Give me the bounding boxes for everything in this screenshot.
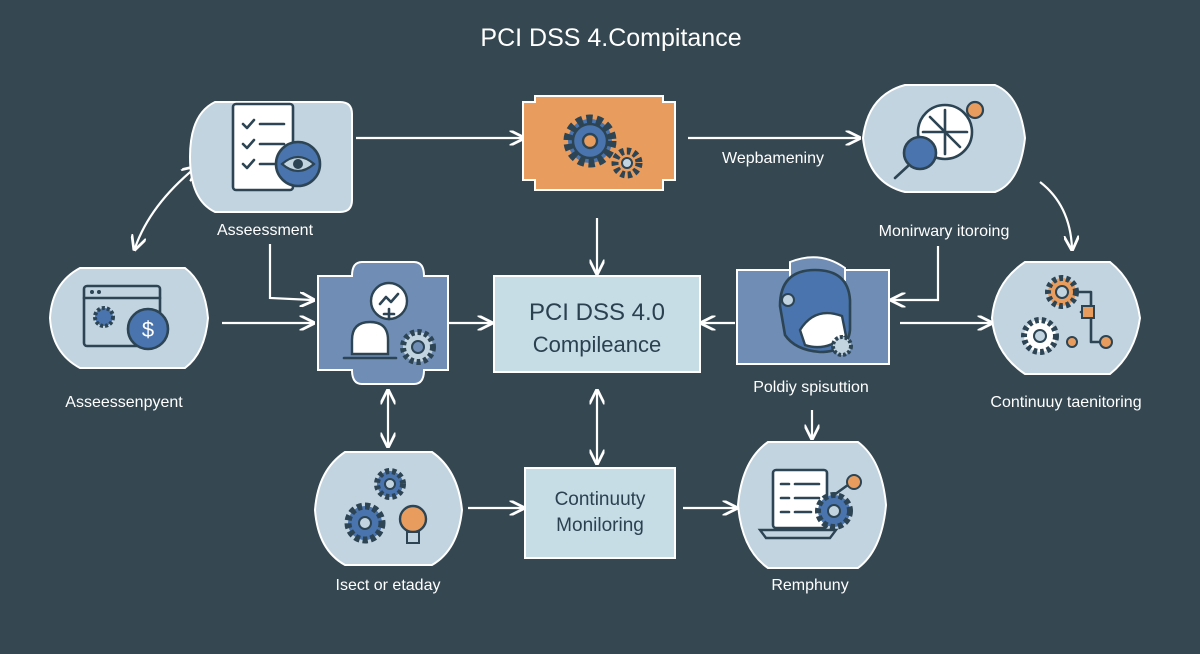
gears-icon <box>563 114 643 179</box>
label-policy: Poldiy spisuttion <box>753 379 869 396</box>
central-title-line2: Compileance <box>533 332 661 357</box>
central-title-line1: PCI DSS 4.0 <box>529 299 665 326</box>
label-webpameniny: Wepbameniny <box>722 150 824 167</box>
label-assessenpyent: Asseessenpyent <box>65 394 183 411</box>
gear-flow-icon <box>1021 275 1113 355</box>
label-monirwary: Monirwary itoroing <box>879 223 1010 240</box>
continuity-box-line1: Continuuty <box>555 489 646 510</box>
central-pci-dss-box: PCI DSS 4.0 Compileance <box>493 275 701 373</box>
node-dome-gear <box>317 261 449 385</box>
node-assessment <box>188 101 353 213</box>
node-assessenpyent: $ <box>48 267 210 369</box>
label-continuity-monitoring: Continuuy taenitoring <box>990 394 1141 411</box>
node-monirwary <box>861 84 1027 193</box>
node-webpameniny <box>522 95 676 191</box>
arrow-magnifier-down <box>1039 181 1072 248</box>
node-continuity-monitoring <box>990 261 1142 375</box>
laptop-gear-icon <box>757 468 862 540</box>
diagram-title: PCI DSS 4.Compitance <box>480 24 741 52</box>
label-isect: Isect or etaday <box>336 577 441 594</box>
arrow-monitoring-to-policy <box>893 246 940 300</box>
svg-text:$: $ <box>142 317 154 342</box>
label-assessment: Asseessment <box>217 222 314 239</box>
continuity-box-line2: Moniloring <box>556 515 644 536</box>
node-policy <box>736 256 890 365</box>
label-remphuny: Remphuny <box>771 577 848 594</box>
arrow-assessment-left <box>135 168 195 248</box>
connector-arrows <box>135 138 1072 508</box>
checklist-eye-icon <box>231 102 322 192</box>
continuity-monitoring-box: Continuuty Moniloring <box>524 467 676 559</box>
gears-bulb-icon <box>344 468 428 544</box>
dome-gear-icon <box>342 281 436 365</box>
node-isect <box>313 451 464 566</box>
browser-dollar-icon: $ <box>82 284 170 351</box>
arrow-assessment-to-dome <box>268 244 312 300</box>
node-remphuny <box>736 441 888 569</box>
face-gear-icon <box>778 268 853 357</box>
magnifier-shield-icon <box>893 100 985 180</box>
